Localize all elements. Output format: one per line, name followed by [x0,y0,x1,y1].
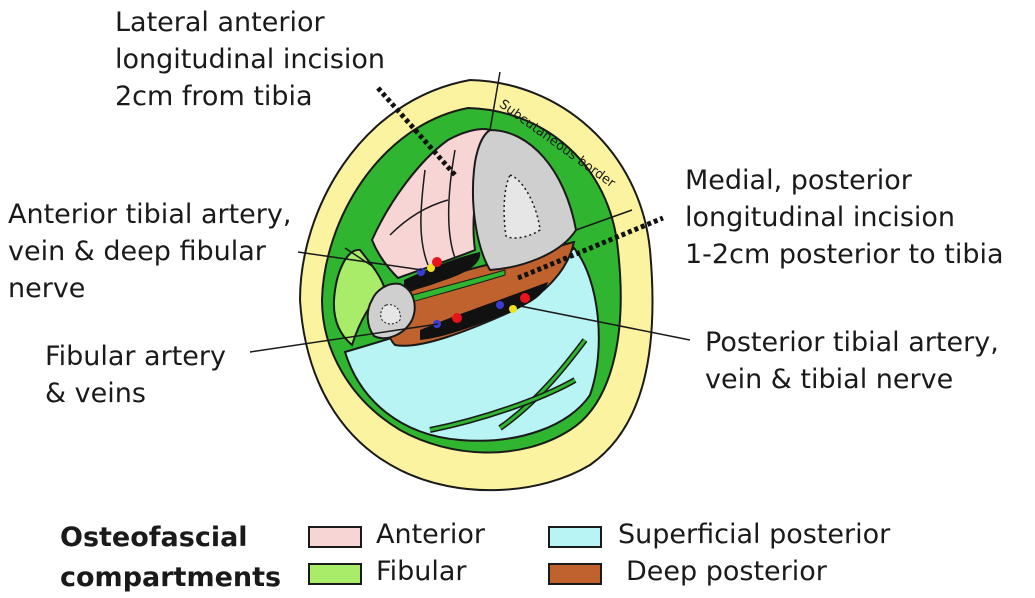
posterior-tibial-nerve-dot [509,305,517,313]
posterior-tibial-line-2: vein & tibial nerve [705,361,999,398]
anterior-tibial-line-3: nerve [8,270,291,307]
anterior-tibial-line-2: vein & deep fibular [8,233,291,270]
anterior-tibial-line-1: Anterior tibial artery, [8,196,291,233]
lateral-incision-line-3: 2cm from tibia [115,78,385,115]
legend-title-line-2: compartments [60,558,281,598]
anterior-tibial-label: Anterior tibial artery, vein & deep fibu… [8,196,291,307]
medial-incision-line-3: 1-2cm posterior to tibia [685,236,1004,273]
fibular-artery-label: Fibular artery & veins [45,338,226,412]
medial-incision-line-1: Medial, posterior [685,162,1004,199]
legend-swatch-anterior [308,526,362,548]
legend-title-line-1: Osteofascial [60,518,281,558]
legend-label-superficial-posterior: Superficial posterior [618,518,890,552]
legend-label-deep-posterior: Deep posterior [626,555,827,589]
posterior-tibial-vein-dot [496,301,504,309]
posterior-tibial-line-1: Posterior tibial artery, [705,324,999,361]
legend-swatch-deep-posterior [548,563,602,585]
medial-incision-line-2: longitudinal incision [685,199,1004,236]
fibular-artery-line-2: & veins [45,375,226,412]
lateral-incision-line-2: longitudinal incision [115,41,385,78]
legend-title: Osteofascial compartments [60,518,281,598]
posterior-tibial-artery-dot [520,293,530,303]
lateral-incision-label: Lateral anterior longitudinal incision 2… [115,4,385,115]
legend-label-anterior: Anterior [376,518,485,552]
legend-swatch-fibular [308,563,362,585]
legend-swatch-superficial-posterior [548,526,602,548]
fibular-artery-dot [452,313,462,323]
medial-incision-label: Medial, posterior longitudinal incision … [685,162,1004,273]
legend-label-fibular: Fibular [376,555,466,589]
fibular-artery-line-1: Fibular artery [45,338,226,375]
posterior-tibial-label: Posterior tibial artery, vein & tibial n… [705,324,999,398]
lateral-incision-line-1: Lateral anterior [115,4,385,41]
anterior-tibial-artery-dot [432,257,442,267]
